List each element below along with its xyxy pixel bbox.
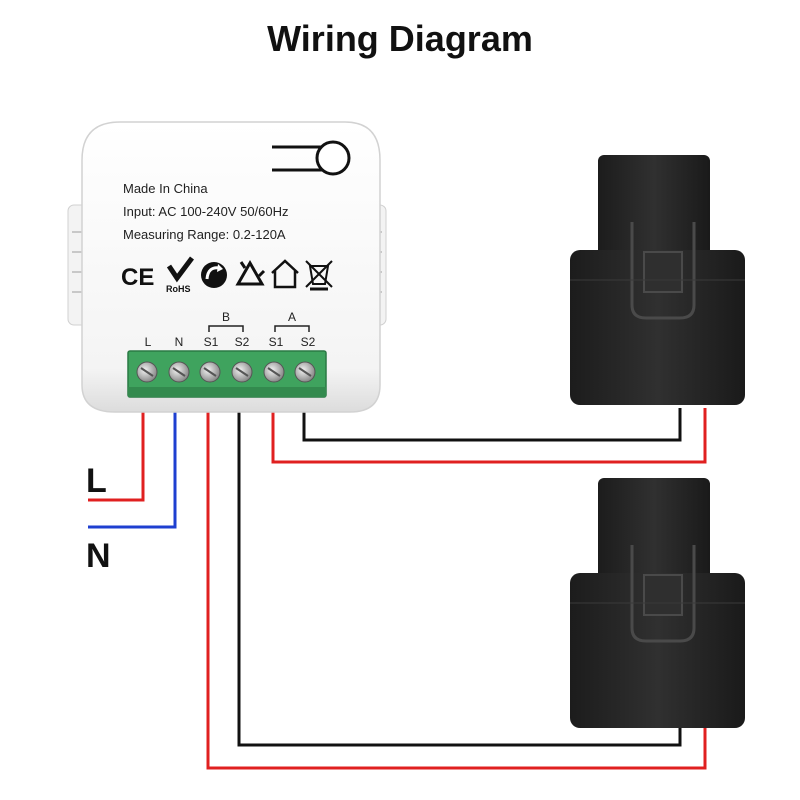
- device-input-text: Input: AC 100-240V 50/60Hz: [123, 204, 289, 219]
- ce-mark-icon: CE: [121, 264, 154, 291]
- neutral-label: N: [86, 537, 111, 575]
- current-clamp-a: [570, 155, 745, 405]
- live-label: L: [86, 462, 107, 500]
- house-icon: [271, 259, 299, 289]
- group-b-bracket: [208, 325, 244, 332]
- screw-n[interactable]: [168, 361, 190, 383]
- terminal-label-n: N: [175, 335, 184, 349]
- top-clamp-red-wire: [271, 408, 707, 464]
- terminal-label-b-s2: S2: [235, 335, 250, 349]
- svg-text:RoHS: RoHS: [166, 284, 191, 294]
- screw-b-s1[interactable]: [199, 361, 221, 383]
- neutral-supply-wire: [88, 412, 177, 529]
- top-clamp-black-wire: [302, 408, 682, 442]
- rohs-check-icon: RoHS: [166, 256, 194, 294]
- screw-l[interactable]: [136, 361, 158, 383]
- crossed-bin-icon: [305, 260, 333, 291]
- group-b-label: B: [222, 310, 230, 324]
- recycle-triangle-icon: [235, 259, 266, 286]
- screw-a-s2[interactable]: [294, 361, 316, 383]
- current-clamp-b: [570, 478, 745, 728]
- terminal-label-a-s2: S2: [301, 335, 316, 349]
- group-a-bracket: [274, 325, 310, 332]
- group-a-label: A: [288, 310, 296, 324]
- screw-b-s2[interactable]: [231, 361, 253, 383]
- device-origin-text: Made In China: [123, 181, 208, 196]
- screw-a-s1[interactable]: [263, 361, 285, 383]
- terminal-label-l: L: [145, 335, 152, 349]
- terminal-screws: [136, 361, 316, 383]
- terminal-label-a-s1: S1: [269, 335, 284, 349]
- wifi-button-icon: [272, 140, 351, 176]
- recycle-arrow-icon: [201, 262, 227, 288]
- terminal-label-b-s1: S1: [204, 335, 219, 349]
- smart-meter-device: Made In China Input: AC 100-240V 50/60Hz…: [67, 121, 387, 413]
- device-housing: [81, 121, 381, 413]
- bottom-clamp-black-wire: [237, 412, 682, 747]
- device-range-text: Measuring Range: 0.2-120A: [123, 227, 286, 242]
- bottom-clamp-red-wire: [206, 412, 707, 770]
- page-title: Wiring Diagram: [267, 18, 533, 59]
- live-supply-wire: [88, 412, 145, 502]
